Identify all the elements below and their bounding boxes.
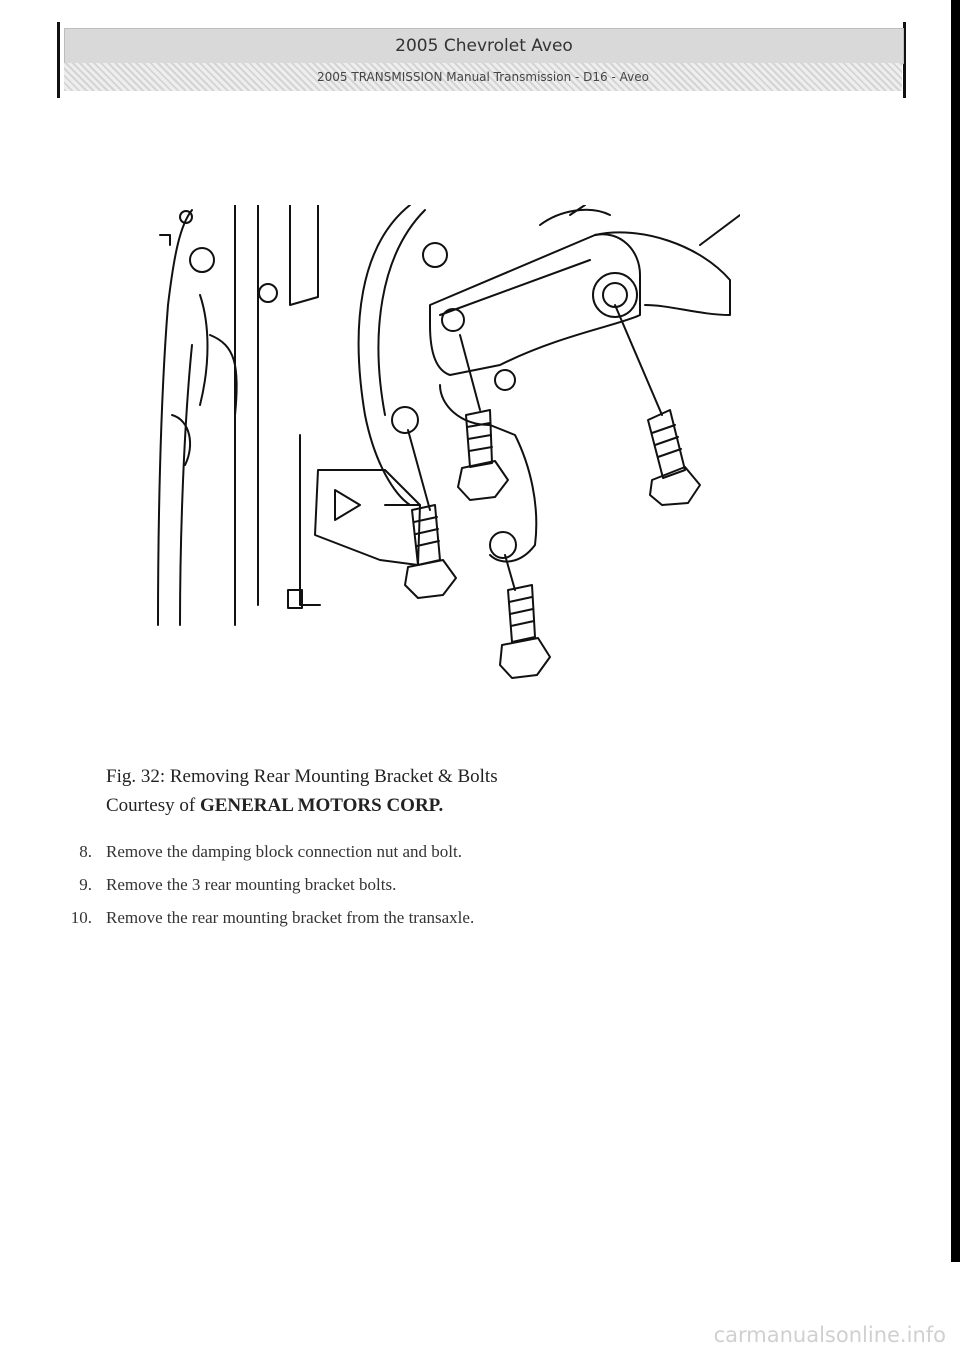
bolt-middle bbox=[457, 409, 509, 501]
transaxle-housing-outline bbox=[157, 209, 193, 626]
list-item: 10. Remove the rear mounting bracket fro… bbox=[50, 901, 670, 934]
list-item: 9. Remove the 3 rear mounting bracket bo… bbox=[50, 868, 670, 901]
bracket-bolt-hole-large bbox=[592, 272, 638, 318]
figure-caption: Fig. 32: Removing Rear Mounting Bracket … bbox=[106, 762, 498, 820]
step-number: 8. bbox=[79, 841, 92, 861]
watermark: carmanualsonline.info bbox=[713, 1323, 946, 1347]
small-fastener bbox=[287, 589, 303, 609]
bolt-bottom bbox=[499, 584, 551, 679]
rear-mounting-bracket bbox=[429, 233, 641, 376]
header-left-rule bbox=[57, 22, 60, 98]
document-title: 2005 Chevrolet Aveo bbox=[395, 36, 573, 56]
step-number: 9. bbox=[79, 874, 92, 894]
figure-credit: Courtesy of GENERAL MOTORS CORP. bbox=[106, 791, 498, 820]
header-right-rule bbox=[903, 22, 906, 98]
step-number: 10. bbox=[70, 907, 92, 927]
procedure-steps: 8. Remove the damping block connection n… bbox=[50, 835, 670, 934]
bolt-left bbox=[404, 504, 457, 599]
bracket-bolt-hole-left bbox=[441, 308, 465, 332]
document-subtitle-bar: 2005 TRANSMISSION Manual Transmission - … bbox=[64, 63, 902, 91]
figure-caption-title: Fig. 32: Removing Rear Mounting Bracket … bbox=[106, 766, 498, 787]
figure-credit-prefix: Courtesy of bbox=[106, 795, 196, 816]
step-text: Remove the rear mounting bracket from th… bbox=[106, 907, 475, 927]
step-text: Remove the 3 rear mounting bracket bolts… bbox=[106, 874, 397, 894]
rear-mounting-bracket-illustration bbox=[157, 205, 740, 679]
bolt-right bbox=[647, 409, 701, 506]
step-text: Remove the damping block connection nut … bbox=[106, 841, 462, 861]
list-item: 8. Remove the damping block connection n… bbox=[50, 835, 670, 868]
mount-triangle bbox=[334, 489, 361, 521]
page-right-edge bbox=[951, 0, 960, 1262]
document-subtitle: 2005 TRANSMISSION Manual Transmission - … bbox=[317, 70, 649, 84]
housing-stud-circle bbox=[189, 247, 215, 273]
figure-credit-name: GENERAL MOTORS CORP. bbox=[199, 795, 444, 816]
document-title-bar: 2005 Chevrolet Aveo bbox=[64, 28, 904, 64]
